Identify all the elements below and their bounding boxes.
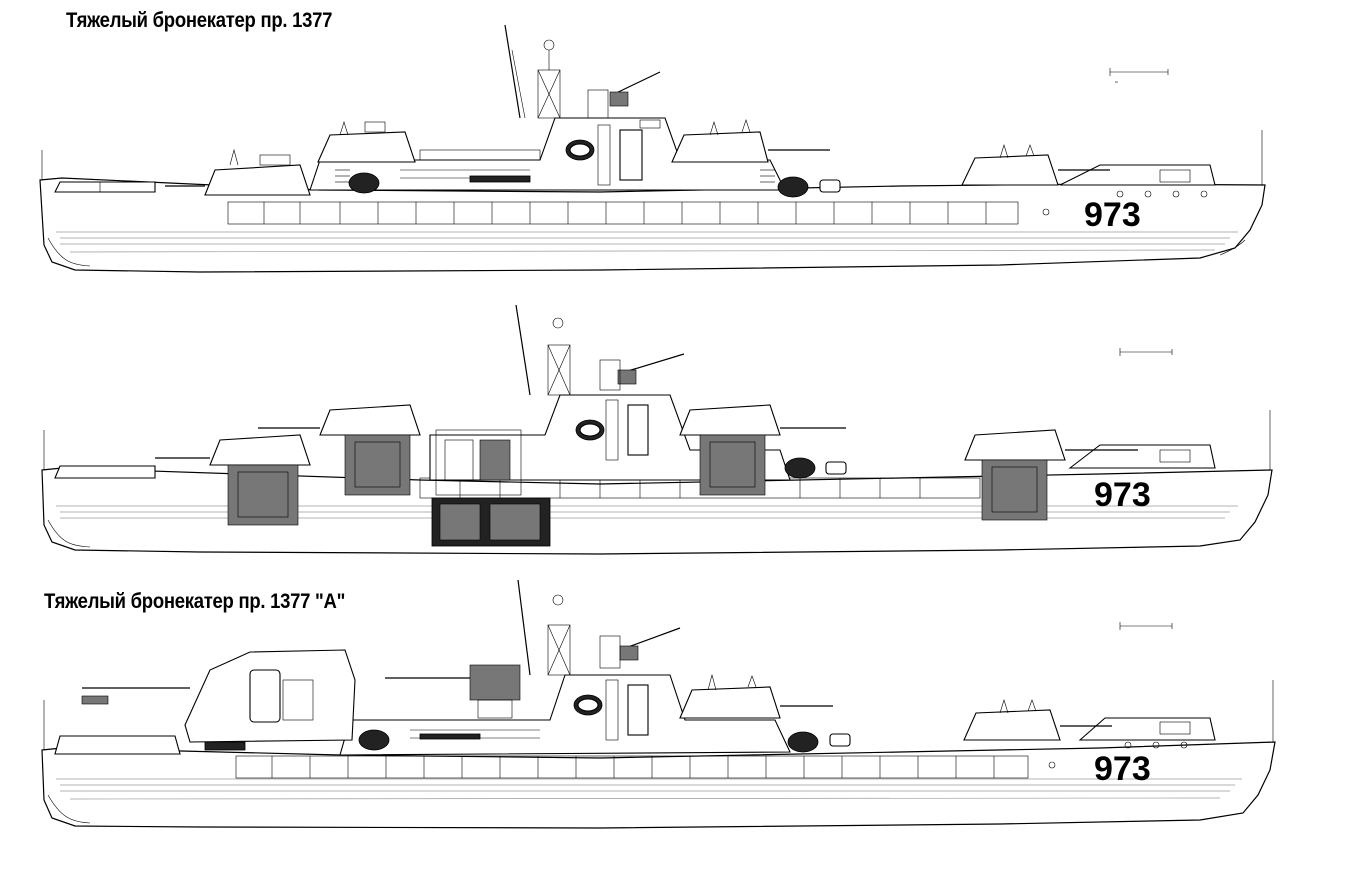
turret-aft-upper (317, 120, 416, 163)
turret-aft-cutaway (155, 434, 311, 526)
hull-number: 973 (1094, 476, 1151, 514)
title-project-1377a: Тяжелый бронекатер пр. 1377 "А" (44, 590, 346, 613)
scale-bar (1109, 68, 1169, 83)
title-project-1377: Тяжелый бронекатер пр. 1377 (66, 9, 333, 32)
turret-forward-upper (679, 673, 833, 719)
boat-profile-1377a: 973 (0, 570, 1355, 869)
superstructure (54, 24, 1216, 198)
turret-aft-upper-cutaway (258, 404, 421, 496)
turret-bow (961, 143, 1110, 186)
turret-forward-upper-cutaway (679, 404, 846, 496)
scale-bar (1119, 622, 1173, 630)
armor-belt (227, 201, 1019, 225)
turret-forward-upper (671, 119, 830, 163)
hull-number: 973 (1094, 750, 1151, 788)
boat-cutaway-1377: 973 (0, 290, 1355, 570)
armor-belt (235, 755, 1029, 779)
boat-profile-1377: 973 (0, 0, 1355, 290)
hull (39, 130, 1266, 273)
aa-gun-mount (385, 664, 521, 719)
engine-room-cutaway (431, 429, 551, 547)
superstructure (54, 579, 1216, 756)
turret-bow-cutaway (964, 429, 1138, 521)
scale-bar (1119, 348, 1173, 356)
turret-large-aft (81, 649, 356, 751)
turret-aft (165, 148, 311, 196)
turret-bow (963, 698, 1112, 741)
hull-number: 973 (1084, 196, 1141, 234)
hull (41, 680, 1276, 829)
